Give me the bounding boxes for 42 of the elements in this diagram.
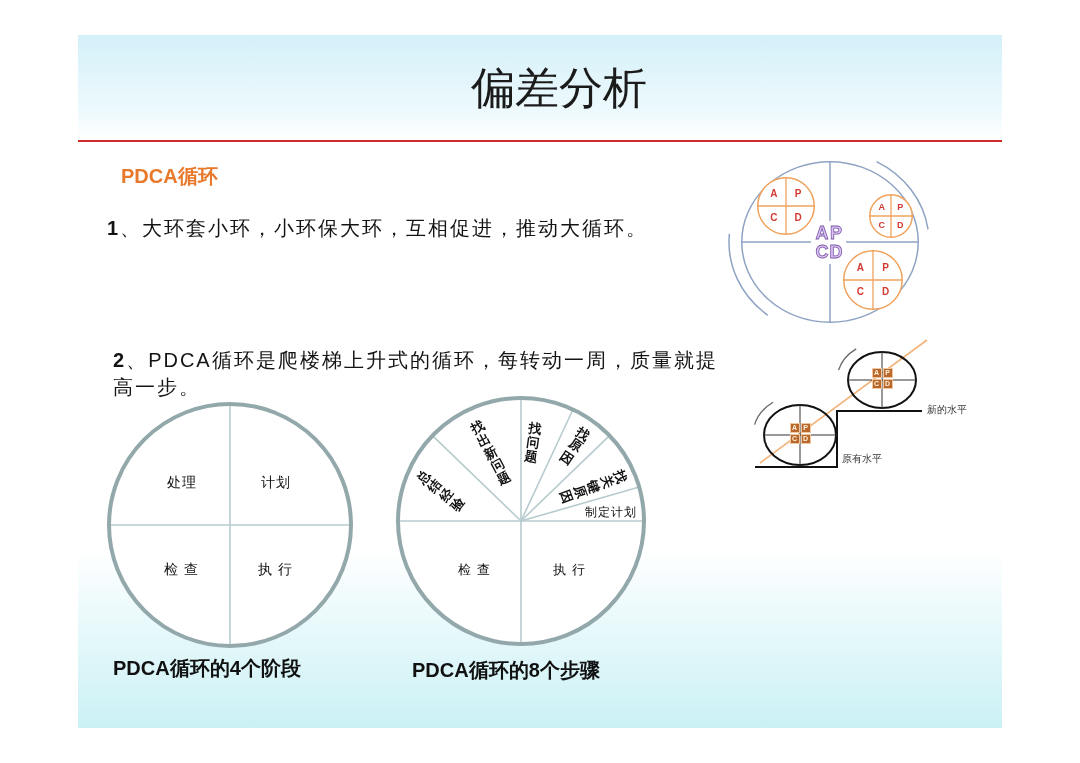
numbered-point: 1、大环套小环，小环保大环，互相促进，推动大循环。 <box>107 216 649 241</box>
section-heading: PDCA循环 <box>121 164 218 188</box>
step-label: 找出新问题 <box>468 418 514 488</box>
phase-letter: P <box>897 202 904 212</box>
step-label: 执行 <box>553 562 591 578</box>
small-cycle-circle <box>869 194 913 238</box>
phase-letter: C <box>878 220 885 230</box>
phase-letter: P <box>794 189 802 200</box>
level-label: 新的水平 <box>927 404 967 416</box>
wheel-caption: PDCA循环的8个步骤 <box>412 658 600 683</box>
rolling-cycle-circle <box>763 404 837 466</box>
phase-letter: C <box>856 287 864 297</box>
phase-letter: A <box>770 189 778 200</box>
cycle-letter: A <box>815 224 829 242</box>
rolling-cycle-circle <box>847 351 917 409</box>
phase-letter: A <box>856 263 864 273</box>
cycle-wheel <box>107 402 353 648</box>
step-label: 制定计划 <box>585 506 637 520</box>
step-label: 总结经验 <box>414 468 468 514</box>
phase-letter: D <box>897 220 904 230</box>
numbered-point: 2、PDCA循环是爬楼梯上升式的循环，每转动一周，质量就提高一步。 <box>113 348 719 400</box>
step-label: 检查 <box>458 562 496 578</box>
phase-letter: D <box>794 212 802 223</box>
phase-letter: D <box>882 287 890 297</box>
step-label: 找关键原因 <box>557 468 629 506</box>
phase-letter: A <box>878 202 885 212</box>
phase-letter: C <box>770 212 778 223</box>
step-label: 计划 <box>261 475 291 491</box>
wheel-caption: PDCA循环的4个阶段 <box>113 656 301 681</box>
cycle-letter: D <box>829 243 843 261</box>
step-label: 找原因 <box>557 424 593 468</box>
small-cycle-circle <box>757 177 815 235</box>
small-cycle-circle <box>843 250 903 310</box>
slide-title: 偏差分析 <box>471 62 647 114</box>
large-cycle-circle <box>741 161 919 323</box>
step-label: 处理 <box>167 475 197 491</box>
step-label: 找问题 <box>523 420 543 466</box>
cycle-letter: P <box>830 224 842 242</box>
step-label: 检查 <box>164 562 204 578</box>
phase-letter: P <box>882 263 889 273</box>
step-label: 执行 <box>258 562 298 578</box>
cycle-letter: C <box>815 243 829 261</box>
